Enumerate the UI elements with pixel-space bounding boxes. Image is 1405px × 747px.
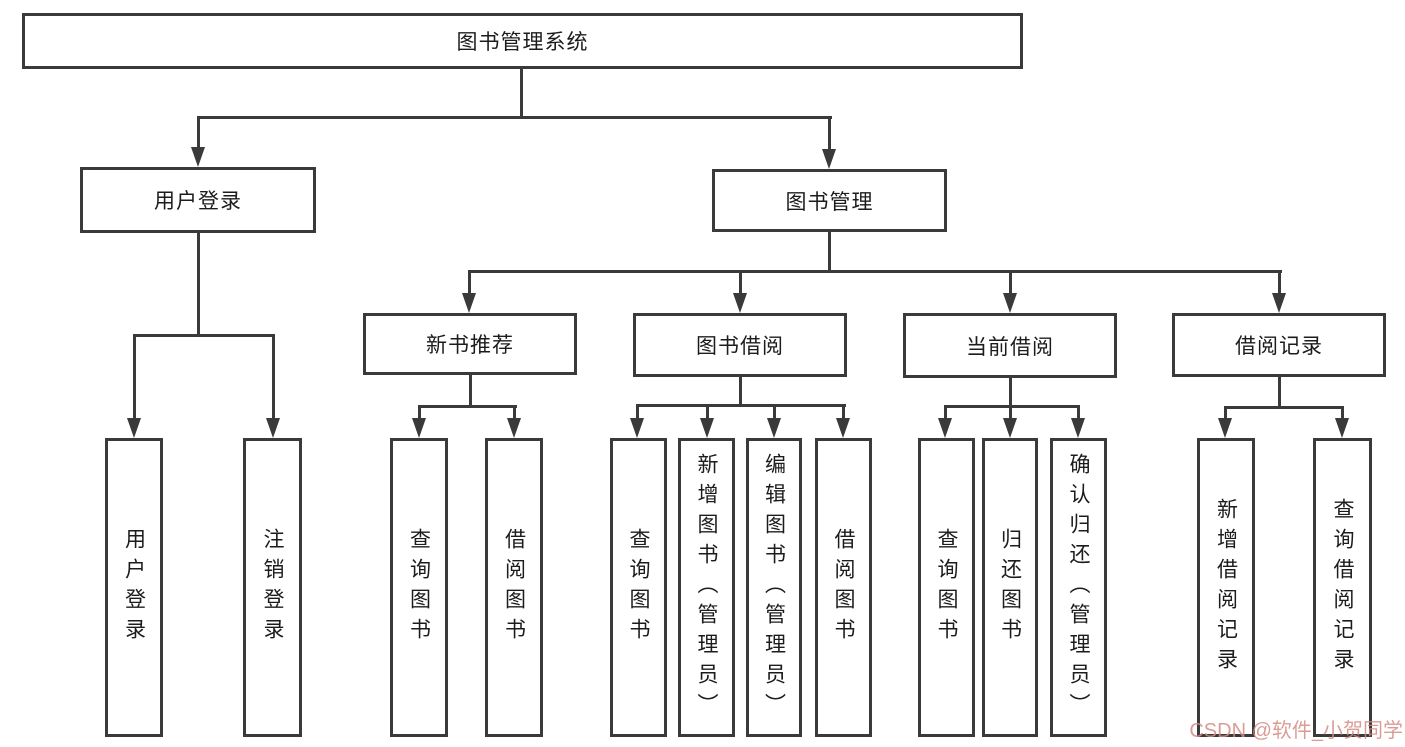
node-current-borrow-label: 当前借阅 (966, 335, 1054, 359)
connector-line (133, 334, 136, 418)
arrowhead (700, 418, 714, 438)
leaf-query-books-borrow-label: 查询图书 (627, 527, 650, 648)
connector-line (197, 116, 200, 149)
leaf-query-borrow-record-label: 查询借阅记录 (1331, 497, 1354, 678)
arrowhead (1335, 418, 1349, 438)
connector-line (272, 334, 275, 418)
connector-line (1077, 405, 1080, 420)
connector-line (418, 405, 517, 408)
connector-line (1009, 405, 1012, 420)
arrowhead (938, 418, 952, 438)
leaf-confirm-return-admin: 确认归还（管理员） (1050, 438, 1107, 737)
leaf-user-login-label: 用户登录 (122, 527, 146, 648)
connector-line (520, 69, 523, 117)
node-borrow-records-label: 借阅记录 (1235, 335, 1323, 358)
connector-line (706, 404, 709, 420)
leaf-query-books-recommend: 查询图书 (390, 438, 448, 737)
leaf-query-borrow-record: 查询借阅记录 (1313, 438, 1372, 737)
connector-line (197, 233, 200, 336)
connector-line (1278, 377, 1281, 408)
connector-line (1341, 406, 1344, 420)
node-library-system: 图书管理系统 (22, 13, 1023, 69)
arrowhead (836, 418, 850, 438)
connector-line (636, 404, 639, 420)
arrowhead (462, 293, 476, 313)
arrowhead (412, 418, 426, 438)
connector-line (133, 334, 275, 337)
leaf-edit-books-admin: 编辑图书（管理员） (746, 438, 802, 737)
leaf-add-books-admin: 新增图书（管理员） (678, 438, 735, 737)
node-current-borrow: 当前借阅 (903, 313, 1117, 378)
connector-line (468, 270, 471, 295)
connector-line (197, 116, 832, 119)
node-user-login: 用户登录 (80, 167, 316, 233)
arrowhead (266, 418, 280, 438)
leaf-confirm-return-admin-label: 确认归还（管理员） (1067, 452, 1090, 723)
connector-line (1224, 406, 1344, 409)
node-book-management: 图书管理 (712, 169, 947, 232)
leaf-borrow-books: 借阅图书 (815, 438, 872, 737)
connector-line (773, 404, 776, 420)
connector-line (468, 270, 1282, 273)
arrowhead (630, 418, 644, 438)
node-user-login-label: 用户登录 (154, 190, 242, 213)
leaf-borrow-books-recommend-label: 借阅图书 (502, 527, 526, 648)
arrowhead (1003, 418, 1017, 438)
connector-line (1224, 406, 1227, 420)
node-borrow-records: 借阅记录 (1172, 313, 1386, 377)
arrowhead (127, 418, 141, 438)
connector-line (944, 405, 947, 420)
arrowhead (822, 149, 836, 169)
arrowhead (191, 147, 205, 167)
arrowhead (767, 418, 781, 438)
node-book-borrow-label: 图书借阅 (696, 335, 784, 358)
connector-line (513, 405, 516, 420)
leaf-add-borrow-record-label: 新增借阅记录 (1214, 497, 1238, 678)
arrowhead (1003, 293, 1017, 313)
leaf-add-books-admin-label: 新增图书（管理员） (695, 452, 718, 723)
connector-line (828, 232, 831, 273)
arrowhead (733, 293, 747, 313)
connector-line (739, 270, 742, 295)
arrowhead (1071, 418, 1085, 438)
leaf-query-books-recommend-label: 查询图书 (407, 527, 431, 648)
leaf-add-borrow-record: 新增借阅记录 (1197, 438, 1255, 737)
node-new-book-recommend: 新书推荐 (363, 313, 577, 375)
leaf-return-books: 归还图书 (982, 438, 1038, 737)
arrowhead (1272, 293, 1286, 313)
leaf-query-books-current-label: 查询图书 (935, 527, 958, 648)
leaf-edit-books-admin-label: 编辑图书（管理员） (762, 452, 786, 723)
arrowhead (507, 418, 521, 438)
connector-line (739, 377, 742, 407)
connector-line (944, 405, 1080, 408)
leaf-logout-label: 注销登录 (261, 527, 284, 648)
arrowhead (1218, 418, 1232, 438)
connector-line (842, 404, 845, 420)
leaf-logout: 注销登录 (243, 438, 302, 737)
connector-line (828, 116, 831, 151)
node-library-system-label: 图书管理系统 (456, 31, 589, 54)
connector-line (469, 375, 472, 408)
leaf-borrow-books-recommend: 借阅图书 (485, 438, 543, 737)
csdn-watermark: CSDN @软件_小贺同学 (1189, 720, 1403, 742)
leaf-query-books-borrow: 查询图书 (610, 438, 667, 737)
leaf-return-books-label: 归还图书 (998, 527, 1022, 648)
leaf-user-login: 用户登录 (105, 438, 163, 737)
connector-line (1009, 270, 1012, 295)
node-book-borrow: 图书借阅 (633, 313, 847, 377)
connector-line (636, 404, 846, 407)
connector-line (1009, 378, 1012, 407)
connector-line (1278, 270, 1281, 295)
node-new-book-recommend-label: 新书推荐 (426, 334, 514, 357)
node-book-management-label: 图书管理 (785, 190, 874, 214)
leaf-query-books-current: 查询图书 (918, 438, 975, 737)
leaf-borrow-books-label: 借阅图书 (832, 527, 855, 648)
connector-line (418, 405, 421, 420)
